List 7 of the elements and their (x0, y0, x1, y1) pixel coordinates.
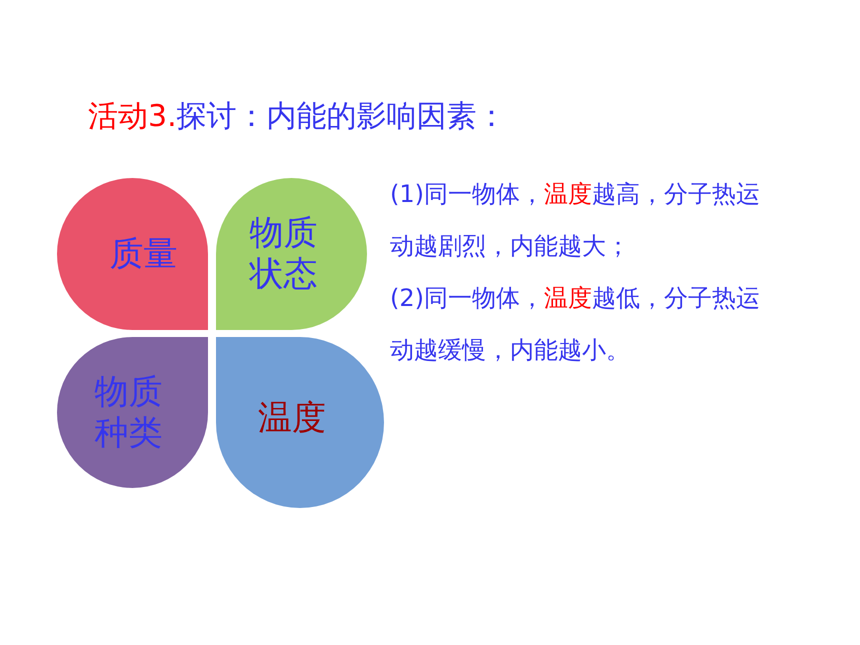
explanation-text: (2)同一物体，温度越低，分子热运动越缓慢，内能越小。 (390, 283, 760, 366)
leaf-label: 物质状态 (248, 213, 318, 295)
slide-title: 活动3.探讨：内能的影响因素： (88, 98, 507, 136)
leaf-label: 物质种类 (93, 372, 164, 454)
leaf-label: 质量 (108, 234, 178, 274)
explanation-text: (1)同一物体，温度越高，分子热运动越剧烈，内能越大； (390, 179, 760, 262)
leaf-label: 温度 (256, 398, 327, 439)
